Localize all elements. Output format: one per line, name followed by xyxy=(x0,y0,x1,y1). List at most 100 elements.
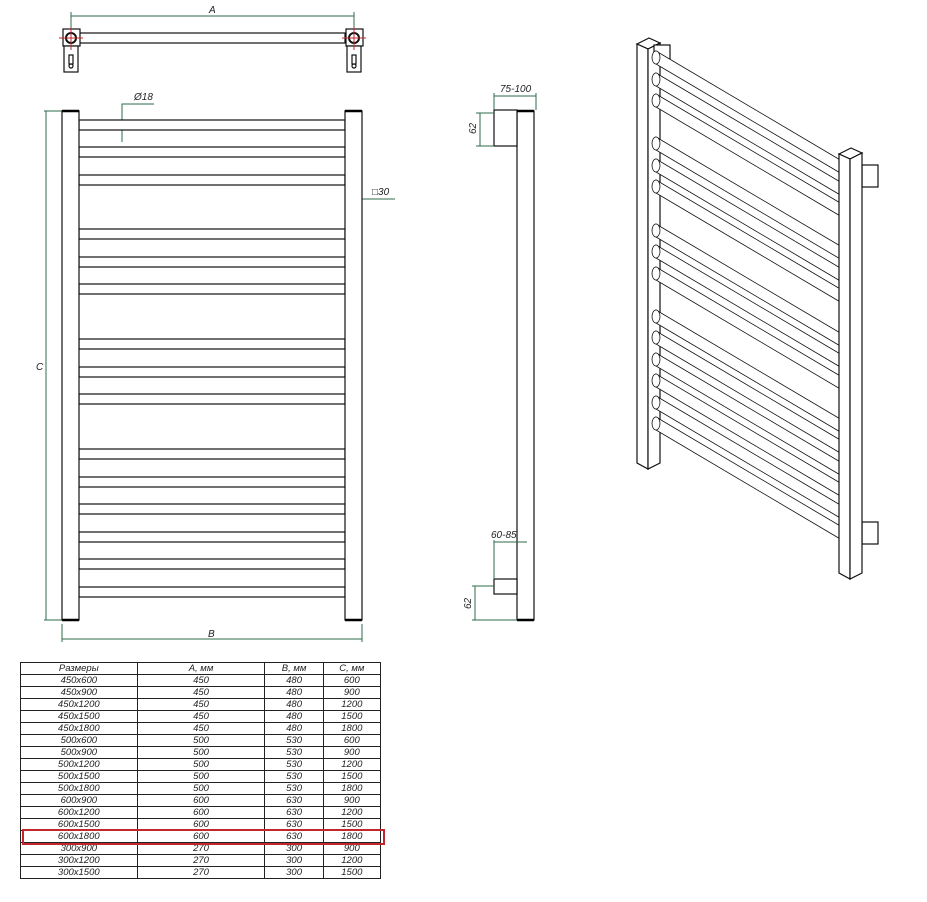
wall-offset-top-label: 75-100 xyxy=(500,84,532,95)
table-cell: 600 xyxy=(322,674,382,687)
table-cell: 1200 xyxy=(322,806,382,819)
rail xyxy=(78,146,346,158)
rail xyxy=(78,256,346,268)
table-cell: 630 xyxy=(264,818,324,831)
rail xyxy=(78,503,346,515)
side-view: 75-100 62 60-85 62 xyxy=(463,84,537,622)
table-cell: 500x1800 xyxy=(20,782,138,795)
table-cell: 450 xyxy=(136,698,266,711)
rail xyxy=(78,283,346,295)
table-cell: 450 xyxy=(136,686,266,699)
table-cell: 450x1500 xyxy=(20,710,138,723)
table-cell: 600 xyxy=(136,818,266,831)
table-cell: 500x600 xyxy=(20,734,138,747)
table-cell: 1800 xyxy=(322,782,382,795)
rail xyxy=(78,174,346,186)
rail xyxy=(78,586,346,598)
table-cell: 900 xyxy=(322,794,382,807)
table-cell: 1500 xyxy=(322,818,382,831)
table-cell: 300 xyxy=(264,842,324,855)
table-cell: 450x600 xyxy=(20,674,138,687)
table-cell: 450 xyxy=(136,710,266,723)
table-cell: 1200 xyxy=(322,758,382,771)
table-cell: 480 xyxy=(264,698,324,711)
table-cell: 480 xyxy=(264,674,324,687)
table-cell: 300 xyxy=(264,854,324,867)
table-cell: 500 xyxy=(136,734,266,747)
table-cell: 630 xyxy=(264,794,324,807)
table-cell: 450x1200 xyxy=(20,698,138,711)
table-cell: 500x1500 xyxy=(20,770,138,783)
column-header: B, мм xyxy=(264,662,324,675)
table-cell: 1800 xyxy=(322,722,382,735)
wall-offset-bottom-label: 60-85 xyxy=(491,530,517,541)
table-cell: 1200 xyxy=(322,698,382,711)
table-cell: 1200 xyxy=(322,854,382,867)
rail xyxy=(78,558,346,570)
rail xyxy=(78,393,346,405)
table-cell: 270 xyxy=(136,854,266,867)
table-cell: 500 xyxy=(136,770,266,783)
rail xyxy=(78,366,346,378)
table-cell: 500 xyxy=(136,782,266,795)
tube-diameter-label: Ø18 xyxy=(133,92,153,103)
table-cell: 450 xyxy=(136,722,266,735)
table-cell: 600x1800 xyxy=(20,830,138,843)
rail xyxy=(78,531,346,543)
table-cell: 600 xyxy=(322,734,382,747)
table-cell: 450 xyxy=(136,674,266,687)
table-cell: 270 xyxy=(136,866,266,879)
table-cell: 530 xyxy=(264,746,324,759)
table-cell: 600 xyxy=(136,806,266,819)
rail xyxy=(78,338,346,350)
table-cell: 500x900 xyxy=(20,746,138,759)
table-cell: 630 xyxy=(264,830,324,843)
table-cell: 600x1500 xyxy=(20,818,138,831)
rail xyxy=(78,228,346,240)
table-cell: 1500 xyxy=(322,710,382,723)
table-cell: 530 xyxy=(264,734,324,747)
table-cell: 450x1800 xyxy=(20,722,138,735)
table-cell: 900 xyxy=(322,842,382,855)
table-cell: 500 xyxy=(136,746,266,759)
table-cell: 270 xyxy=(136,842,266,855)
table-cell: 300x1200 xyxy=(20,854,138,867)
rail xyxy=(78,448,346,460)
table-cell: 500x1200 xyxy=(20,758,138,771)
table-cell: 530 xyxy=(264,782,324,795)
table-cell: 1800 xyxy=(322,830,382,843)
bracket-height-bottom-label: 62 xyxy=(463,597,474,609)
table-cell: 530 xyxy=(264,758,324,771)
dim-b-label: B xyxy=(208,629,215,640)
top-view: A xyxy=(59,5,366,73)
table-cell: 300x900 xyxy=(20,842,138,855)
table-cell: 630 xyxy=(264,806,324,819)
table-cell: 300 xyxy=(264,866,324,879)
table-cell: 480 xyxy=(264,686,324,699)
bracket-height-top-label: 62 xyxy=(468,122,479,134)
table-cell: 600 xyxy=(136,830,266,843)
table-cell: 600x1200 xyxy=(20,806,138,819)
table-cell: 300x1500 xyxy=(20,866,138,879)
post-section-label: □30 xyxy=(372,187,390,198)
table-cell: 900 xyxy=(322,686,382,699)
dim-c-label: C xyxy=(36,362,44,373)
